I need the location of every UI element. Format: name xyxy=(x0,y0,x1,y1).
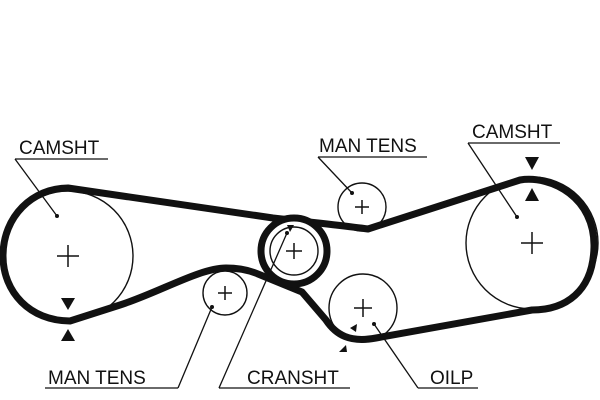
label-lower-tensioner: MAN TENS xyxy=(48,368,146,389)
label-oilpump: OILP xyxy=(430,368,473,389)
left-timing-mark-upper xyxy=(61,298,75,310)
label-left-camshaft: CAMSHT xyxy=(19,138,100,159)
label-crankshaft: CRANSHT xyxy=(247,368,339,389)
right-timing-mark-upper xyxy=(525,157,539,170)
right-timing-mark-lower xyxy=(525,188,539,201)
leader-crankshaft xyxy=(218,232,288,389)
oilpump-timing-mark-a xyxy=(350,324,357,332)
crankshaft-timing-mark xyxy=(287,225,294,232)
leader-oilpump xyxy=(373,323,419,389)
label-upper-tensioner: MAN TENS xyxy=(319,136,417,157)
leader-left-camshaft xyxy=(14,158,58,217)
crankshaft-pulley xyxy=(257,214,331,288)
timing-belt xyxy=(0,175,598,343)
lower-tensioner-pulley xyxy=(202,270,248,316)
leader-lower-tensioner xyxy=(177,306,213,389)
leader-upper-tensioner xyxy=(317,156,353,194)
oilpump-timing-mark-b xyxy=(339,345,347,352)
left-timing-mark-lower xyxy=(61,329,75,341)
label-right-camshaft: CAMSHT xyxy=(472,122,553,143)
leader-right-camshaft xyxy=(467,142,518,218)
